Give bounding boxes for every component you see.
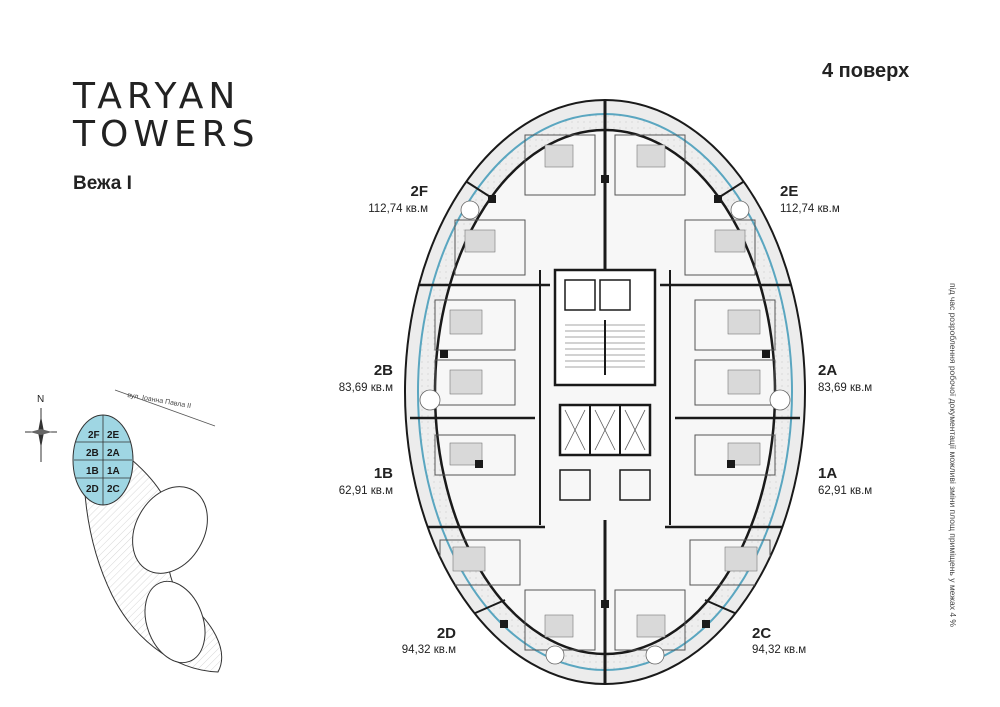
unit-area-2F: 112,74 кв.м	[368, 203, 428, 215]
site-cell-2C: 2C	[107, 484, 120, 495]
unit-label-2C: 2C	[752, 625, 772, 642]
active-tower-outline	[72, 414, 134, 506]
site-cell-2D: 2D	[86, 484, 99, 495]
brand-line-2: TOWERS	[73, 114, 260, 155]
unit-label-1A: 1A	[818, 465, 838, 482]
site-cell-1B: 1B	[86, 466, 99, 477]
unit-label-2A: 2A	[818, 362, 838, 379]
tower-2-outline	[132, 486, 208, 574]
unit-area-2D: 94,32 кв.м	[401, 644, 456, 656]
unit-label-2B: 2B	[373, 362, 393, 379]
unit-area-1A: 62,91 кв.м	[818, 485, 873, 497]
tower-title: Вежа I	[73, 173, 132, 194]
north-label: N	[37, 394, 44, 405]
unit-label-2F: 2F	[410, 183, 428, 200]
floor-plan	[404, 99, 806, 685]
building-core	[553, 268, 657, 501]
unit-area-1B: 62,91 кв.м	[338, 485, 393, 497]
tower-3-outline	[144, 580, 206, 664]
unit-label-1B: 1B	[373, 465, 393, 482]
unit-area-2C: 94,32 кв.м	[752, 644, 807, 656]
terrace-plants	[419, 200, 791, 665]
site-cell-2F: 2F	[88, 430, 100, 441]
area-change-note: під час розроблення робочої документації…	[948, 283, 958, 627]
site-cell-2B: 2B	[86, 448, 99, 459]
brand-line-1: TARYAN	[73, 76, 241, 117]
unit-area-2E: 112,74 кв.м	[780, 203, 840, 215]
site-plan: N 2F 2E 2B 2A 1B 1A 2D 2C	[25, 389, 223, 673]
floor-title: 4 поверх	[822, 60, 910, 82]
unit-area-2A: 83,69 кв.м	[818, 382, 873, 394]
unit-label-2E: 2E	[780, 183, 799, 200]
compass-icon	[25, 408, 57, 462]
unit-area-2B: 83,69 кв.м	[338, 382, 393, 394]
site-cell-2E: 2E	[107, 430, 120, 441]
street-line	[114, 389, 216, 427]
site-cell-1A: 1A	[107, 466, 120, 477]
unit-label-2D: 2D	[436, 625, 456, 642]
site-cell-2A: 2A	[107, 448, 120, 459]
